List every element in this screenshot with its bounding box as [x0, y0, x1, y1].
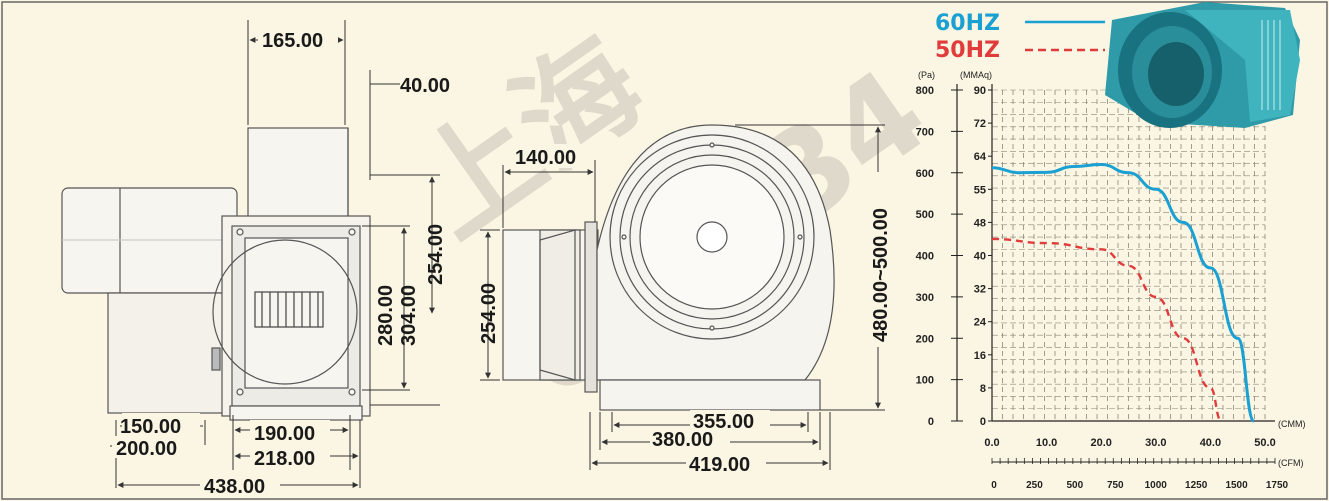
x2-tick-label: 1000	[1145, 480, 1168, 491]
dim-base-2: 380.00	[652, 429, 713, 451]
y-left-tick-label: 0	[928, 416, 934, 428]
side-view-dimension-labels: 165.00 40.00 254.00 280.00 304.00 150.00…	[112, 26, 450, 498]
chart-legend: 60HZ 50HZ	[935, 11, 1105, 63]
side-view-drawing	[61, 127, 371, 421]
y-right-tick-label: 40	[974, 251, 986, 263]
rotor-outer-ring	[609, 134, 815, 340]
chart-series	[991, 162, 1256, 423]
series-line-60hz	[991, 162, 1256, 423]
x-axis-label: (CMM)	[1278, 419, 1306, 429]
dim-height-outer: 254.00	[425, 224, 447, 285]
dim-bottom-1: 150.00	[120, 416, 181, 438]
dim-top-offset: 40.00	[400, 75, 450, 97]
fan-product-image	[1105, 2, 1300, 128]
series-line-50hz	[991, 237, 1223, 423]
front-view-drawing	[502, 124, 835, 411]
y-right-tick-label: 72	[974, 118, 986, 130]
impeller-slots	[254, 291, 324, 328]
y-right-tick-label: 90	[974, 85, 986, 97]
dim-bottom-total: 438.00	[204, 476, 265, 498]
y-right-tick-label: 8	[980, 383, 986, 395]
y-right-tick-label: 16	[974, 350, 986, 362]
x2-tick-label: 1250	[1185, 480, 1208, 491]
x-tick-label: 0.0	[984, 437, 999, 449]
x2-tick-label: 250	[1026, 480, 1043, 491]
y-right-tick-label: 24	[974, 317, 987, 329]
x-tick-label: 30.0	[1145, 437, 1166, 449]
legend-50hz-label: 50HZ	[935, 38, 1000, 63]
x2-axis-label: (CFM)	[1278, 458, 1304, 468]
y-right-tick-label: 48	[974, 217, 986, 229]
x-tick-label: 10.0	[1036, 437, 1057, 449]
chart-grid	[991, 89, 1266, 422]
x2-tick-label: 750	[1107, 480, 1124, 491]
x2-tick-label: 1500	[1225, 480, 1248, 491]
y-right-tick-label: 64	[974, 151, 987, 163]
x2-tick-label: 0	[991, 480, 997, 491]
legend-60hz-label: 60HZ	[935, 11, 1000, 36]
x-tick-label: 40.0	[1200, 437, 1221, 449]
dim-height-inner-1: 280.00	[375, 285, 397, 346]
y-right-tick-label: 0	[980, 416, 986, 428]
y-left-tick-label: 400	[916, 251, 934, 263]
y-left-tick-label: 200	[916, 333, 934, 345]
dim-bottom-3: 190.00	[254, 423, 315, 445]
inlet-ring	[212, 239, 358, 385]
y-right-axis-label: (MMAq)	[960, 70, 992, 80]
dim-bottom-4: 218.00	[254, 448, 315, 470]
dim-outlet-width: 140.00	[515, 147, 576, 169]
rotor-hub	[696, 221, 728, 253]
y-left-tick-label: 100	[916, 375, 934, 387]
flange	[539, 229, 576, 381]
dim-base-3: 419.00	[689, 454, 750, 476]
side-base-plate	[229, 405, 363, 421]
dim-base-1: 355.00	[693, 411, 754, 433]
dim-total-height: 480.00~500.00	[870, 208, 892, 342]
x-tick-label: 20.0	[1090, 437, 1111, 449]
chart-axes: 0 100 200 300 400 500 600 700 800 0 8 16 24 32 40 48 55 6…	[916, 84, 1289, 491]
x2-tick-label: 500	[1067, 480, 1084, 491]
dim-bottom-2: 200.00	[116, 438, 177, 460]
dim-height-inner-2: 304.00	[398, 285, 420, 346]
y-left-tick-label: 600	[916, 168, 934, 180]
outlet-duct	[247, 127, 349, 224]
front-view-dimension-labels: 140.00 254.00 480.00~500.00 355.00 380.0…	[478, 144, 892, 476]
y-left-tick-label: 700	[916, 126, 934, 138]
y-left-tick-label: 300	[916, 292, 934, 304]
y-left-tick-label: 500	[916, 209, 934, 221]
dim-top-width: 165.00	[262, 30, 323, 52]
x2-tick-label: 1750	[1266, 480, 1289, 491]
dim-outlet-height: 254.00	[478, 283, 500, 344]
x-tick-label: 50.0	[1254, 437, 1275, 449]
y-left-axis-label: (Pa)	[918, 70, 935, 80]
y-left-tick-label: 800	[916, 85, 934, 97]
y-right-tick-label: 32	[974, 284, 986, 296]
performance-chart: 0 100 200 300 400 500 600 700 800 0 8 16 24 32 40 48 55 6…	[916, 70, 1306, 491]
front-base	[599, 379, 821, 411]
y-right-tick-label: 55	[974, 184, 986, 196]
